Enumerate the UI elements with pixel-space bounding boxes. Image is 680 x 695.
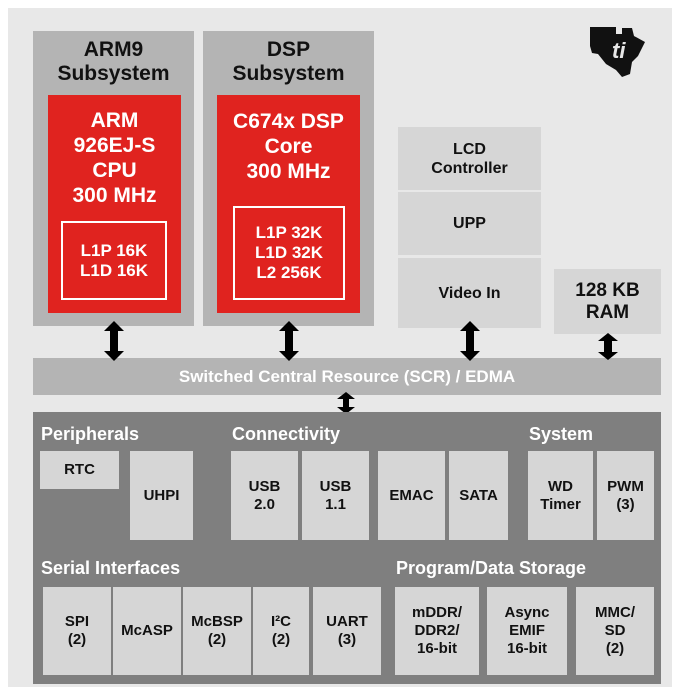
program-data-storage-title: Program/Data Storage [396, 558, 587, 578]
arm-cpu-label: ARM 926EJ-S CPU 300 MHz [48, 103, 181, 213]
mcbsp-block: McBSP (2) [183, 587, 251, 675]
dsp-bus-arrow [279, 321, 299, 361]
emac-block: EMAC [378, 451, 445, 540]
usb-1-1-block: USB 1.1 [302, 451, 369, 540]
svg-text:ti: ti [612, 38, 626, 63]
system-title: System [529, 424, 594, 444]
arm-bus-arrow [104, 321, 124, 361]
uart-block: UART (3) [313, 587, 381, 675]
peripherals-title: Peripherals [41, 424, 140, 444]
mddr-ddr2-block: mDDR/ DDR2/ 16-bit [395, 587, 479, 675]
arm-cache-box: L1P 16K L1D 16K [61, 221, 167, 300]
upp-block: UPP [398, 192, 541, 255]
dsp-core-label: C674x DSP Core 300 MHz [217, 103, 360, 189]
connectivity-title: Connectivity [232, 424, 341, 444]
lcd-controller-block: LCD Controller [398, 127, 541, 190]
mcasp-block: McASP [113, 587, 181, 675]
scr-edma-bus: Switched Central Resource (SCR) / EDMA [33, 358, 661, 395]
i2c-block: I²C (2) [253, 587, 309, 675]
pwm-block: PWM (3) [597, 451, 654, 540]
peripheral-bus-arrow [337, 392, 355, 414]
video-bus-arrow [460, 321, 480, 361]
spi-block: SPI (2) [43, 587, 111, 675]
sata-block: SATA [449, 451, 508, 540]
async-emif-block: Async EMIF 16-bit [487, 587, 567, 675]
video-in-block: Video In [398, 258, 541, 328]
uhpi-block: UHPI [130, 451, 193, 540]
texas-instruments-logo-icon: ti [590, 27, 645, 77]
serial-interfaces-title: Serial Interfaces [41, 558, 181, 578]
mmc-sd-block: MMC/ SD (2) [576, 587, 654, 675]
dsp-cache-box: L1P 32K L1D 32K L2 256K [233, 206, 345, 300]
dsp-subsystem-title: DSP Subsystem [232, 38, 345, 85]
wd-timer-block: WD Timer [528, 451, 593, 540]
usb-2-0-block: USB 2.0 [231, 451, 298, 540]
ram-bus-arrow [598, 333, 618, 360]
ram-block: 128 KB RAM [554, 269, 661, 334]
arm9-subsystem-title: ARM9 Subsystem [57, 38, 170, 85]
rtc-block: RTC [40, 451, 119, 489]
